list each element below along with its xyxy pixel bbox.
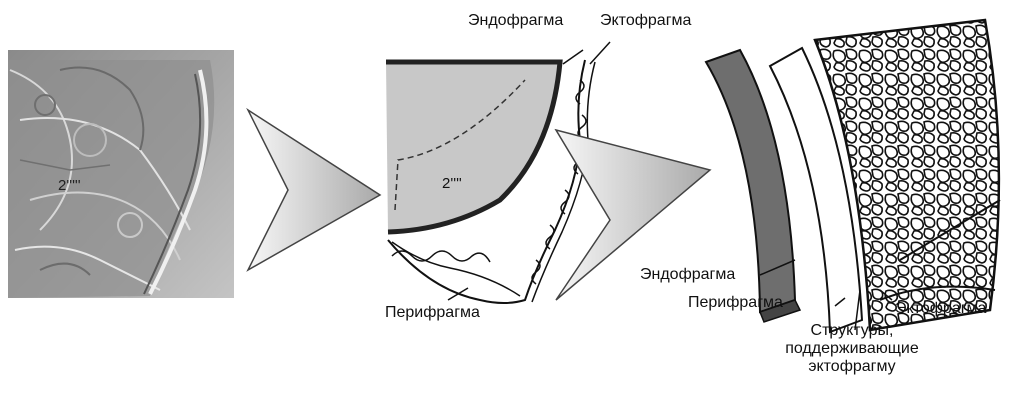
label-ectophragm-layers: Эктофрагма [895, 300, 986, 318]
label-supporting-structures: Структуры, поддерживающие эктофрагму [752, 322, 952, 376]
label-periphragm-layers: Перифрагма [688, 294, 783, 312]
schematic-cyst-body [386, 62, 560, 232]
schematic-plate-label: 2'''' [442, 175, 462, 192]
micrograph-panel: 2''''' [8, 50, 234, 298]
pointer-ectophragm-2 [590, 42, 610, 64]
pointer-endophragm-2 [563, 50, 583, 64]
schematic-periphragm-inner [392, 242, 520, 296]
layers-3d-panel [706, 20, 1000, 332]
micrograph-plate-label: 2''''' [58, 177, 81, 194]
label-endophragm-schematic: Эндофрагма [468, 12, 563, 30]
label-ectophragm-schematic: Эктофрагма [600, 12, 691, 30]
label-endophragm-layers: Эндофрагма [640, 266, 735, 284]
transition-arrow-1 [248, 110, 380, 270]
schematic-panel: 2'''' [386, 42, 610, 303]
label-periphragm-schematic: Перифрагма [385, 304, 480, 322]
